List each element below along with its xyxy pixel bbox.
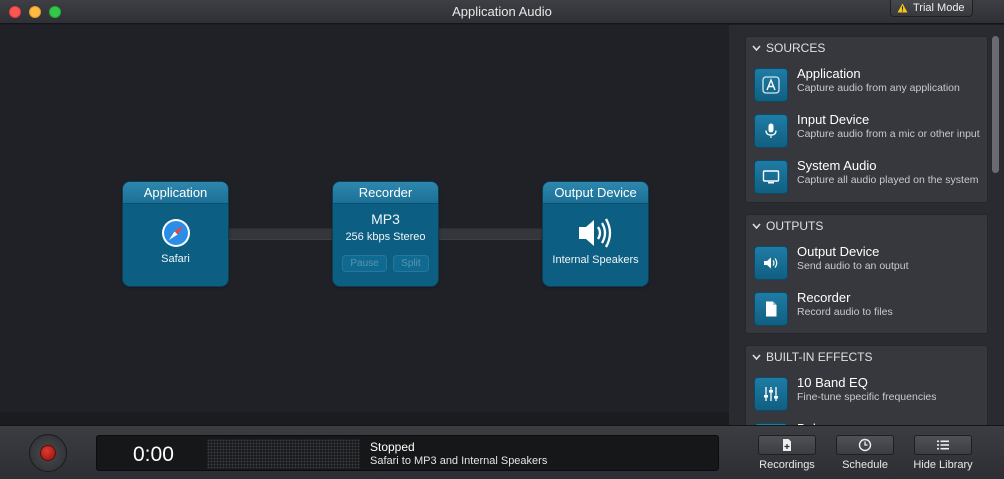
- node-title: Output Device: [543, 182, 648, 204]
- recordings-button[interactable]: Recordings: [757, 435, 817, 471]
- application-name: Safari: [161, 253, 190, 265]
- library-item-application[interactable]: Application Capture audio from any appli…: [754, 66, 984, 110]
- list-icon: [937, 440, 949, 450]
- item-title: Output Device: [797, 244, 880, 259]
- trial-mode-label: Trial Mode: [913, 2, 965, 14]
- minimize-window-button[interactable]: [29, 6, 41, 18]
- chevron-down-icon: [752, 222, 761, 229]
- split-button[interactable]: Split: [393, 255, 429, 272]
- outputs-header-label: OUTPUTS: [766, 218, 824, 233]
- output-device-name: Internal Speakers: [552, 254, 639, 266]
- item-title: Input Device: [797, 112, 870, 127]
- item-title: System Audio: [797, 158, 877, 173]
- document-plus-icon: [783, 439, 791, 451]
- item-description: Capture audio from any application: [797, 82, 960, 94]
- clock-icon: [858, 438, 872, 452]
- sources-header[interactable]: SOURCES: [746, 37, 987, 58]
- connection-wire: [437, 228, 545, 240]
- item-description: Fine-tune specific frequencies: [797, 391, 937, 403]
- recorder-format: MP3: [371, 211, 400, 227]
- monitor-icon: [754, 160, 788, 194]
- elapsed-time: 0:00: [133, 443, 174, 466]
- library-sidebar: SOURCES Application Capture audio from a…: [729, 25, 1004, 457]
- schedule-button[interactable]: Schedule: [835, 435, 895, 471]
- hide-library-label: Hide Library: [913, 459, 973, 471]
- sources-panel: SOURCES Application Capture audio from a…: [745, 36, 988, 203]
- library-scrollbar[interactable]: [992, 36, 999, 173]
- output-device-node[interactable]: Output Device Internal Speakers: [543, 182, 648, 286]
- microphone-icon: [754, 114, 788, 148]
- hide-library-button-face[interactable]: [914, 435, 972, 455]
- recording-status: Stopped: [370, 440, 415, 454]
- trial-mode-button[interactable]: Trial Mode: [890, 0, 973, 17]
- status-display: 0:00 Stopped Safari to MP3 and Internal …: [96, 435, 719, 471]
- chevron-down-icon: [752, 44, 761, 51]
- recorder-node[interactable]: Recorder MP3 256 kbps Stereo Pause Split: [333, 182, 438, 286]
- speaker-icon: [543, 215, 648, 251]
- item-title: Application: [797, 66, 861, 81]
- chevron-down-icon: [752, 353, 761, 360]
- record-icon: [40, 445, 56, 461]
- item-description: Send audio to an output: [797, 260, 909, 272]
- item-title: Recorder: [797, 290, 851, 305]
- node-title: Recorder: [333, 182, 438, 204]
- item-title: 10 Band EQ: [797, 375, 868, 390]
- record-button[interactable]: [29, 434, 67, 472]
- warning-icon: [897, 3, 908, 13]
- zoom-window-button[interactable]: [49, 6, 61, 18]
- level-meter: [207, 439, 360, 469]
- schedule-label: Schedule: [842, 459, 888, 471]
- pause-button[interactable]: Pause: [342, 255, 387, 272]
- library-item-system-audio[interactable]: System Audio Capture all audio played on…: [754, 158, 984, 202]
- recording-status-detail: Safari to MP3 and Internal Speakers: [370, 455, 548, 467]
- app-store-icon: [754, 68, 788, 102]
- document-icon: [754, 292, 788, 326]
- outputs-header[interactable]: OUTPUTS: [746, 215, 987, 236]
- safari-icon: [123, 218, 228, 248]
- recordings-button-face[interactable]: [758, 435, 816, 455]
- transport-bar: 0:00 Stopped Safari to MP3 and Internal …: [0, 425, 1004, 479]
- close-window-button[interactable]: [9, 6, 21, 18]
- sources-header-label: SOURCES: [766, 40, 826, 55]
- speaker-icon: [754, 246, 788, 280]
- equalizer-icon: [754, 377, 788, 411]
- effects-panel: BUILT-IN EFFECTS 10 Band EQ Fine-tune sp…: [745, 345, 988, 457]
- title-bar: Application Audio Trial Mode: [0, 0, 1004, 24]
- outputs-panel: OUTPUTS Output Device Send audio to an o…: [745, 214, 988, 334]
- application-node[interactable]: Application Safari: [123, 182, 228, 286]
- window-title: Application Audio: [452, 4, 552, 19]
- item-description: Capture audio from a mic or other input: [797, 128, 980, 140]
- item-description: Record audio to files: [797, 306, 893, 318]
- library-item-output-device[interactable]: Output Device Send audio to an output: [754, 244, 984, 288]
- library-item-10-band-eq[interactable]: 10 Band EQ Fine-tune specific frequencie…: [754, 375, 984, 419]
- recorder-quality: 256 kbps Stereo: [345, 231, 426, 243]
- effects-header[interactable]: BUILT-IN EFFECTS: [746, 346, 987, 367]
- item-description: Capture all audio played on the system: [797, 174, 979, 186]
- effects-header-label: BUILT-IN EFFECTS: [766, 349, 873, 364]
- node-title: Application: [123, 182, 228, 204]
- connection-wire: [227, 228, 335, 240]
- library-item-input-device[interactable]: Input Device Capture audio from a mic or…: [754, 112, 984, 156]
- library-item-recorder[interactable]: Recorder Record audio to files: [754, 290, 984, 334]
- recordings-label: Recordings: [759, 459, 815, 471]
- hide-library-button[interactable]: Hide Library: [913, 435, 973, 471]
- schedule-button-face[interactable]: [836, 435, 894, 455]
- pipeline-canvas: Application Safari Recorder MP3 256 kbps…: [0, 25, 729, 412]
